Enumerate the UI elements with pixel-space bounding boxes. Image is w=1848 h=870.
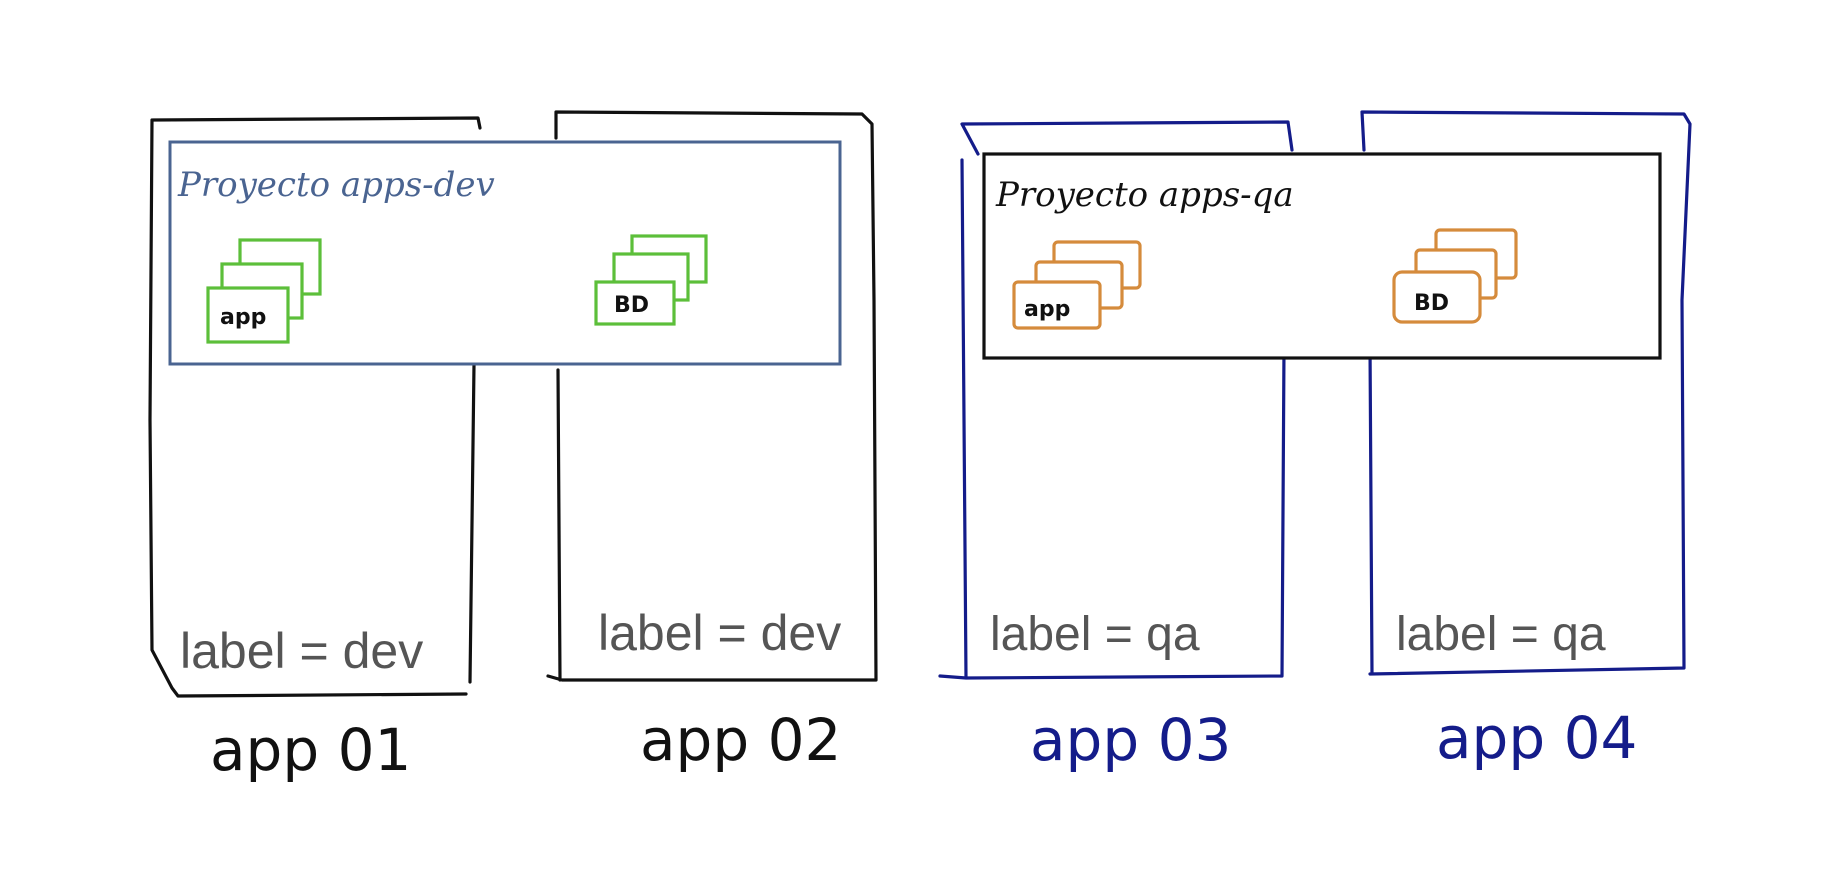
node-label-app01: label = dev <box>180 623 423 679</box>
db-pod-stack-dev: BD <box>594 234 708 326</box>
app-pod-label-qa: app <box>1024 297 1070 322</box>
project-apps-dev: Proyecto apps-dev app BD <box>168 140 842 366</box>
app-pod-label-dev: app <box>220 305 266 330</box>
app-pod-stack-dev: app <box>206 238 322 344</box>
node-name-app03: app 03 <box>1030 706 1231 774</box>
node-app01: label = dev app 01 <box>148 116 482 784</box>
node-label-app03: label = qa <box>990 608 1200 661</box>
project-apps-qa: Proyecto apps-qa app BD <box>982 152 1662 360</box>
node-app03: label = qa app 03 <box>938 120 1294 774</box>
node-name-app04: app 04 <box>1436 704 1637 772</box>
app-pod-stack-qa: app <box>1012 240 1142 330</box>
db-pod-label-qa: BD <box>1414 291 1449 316</box>
node-app02: label = dev app 02 <box>546 110 878 774</box>
node-label-app04: label = qa <box>1396 608 1606 661</box>
project-title-dev: Proyecto apps-dev <box>177 165 495 205</box>
project-title-qa: Proyecto apps-qa <box>995 175 1294 215</box>
node-app04: label = qa app 04 <box>1360 110 1692 772</box>
db-pod-stack-qa: BD <box>1392 228 1518 324</box>
node-label-app02: label = dev <box>598 605 841 661</box>
node-name-app02: app 02 <box>640 706 841 774</box>
node-name-app01: app 01 <box>210 716 411 784</box>
db-pod-label-dev: BD <box>614 293 649 318</box>
